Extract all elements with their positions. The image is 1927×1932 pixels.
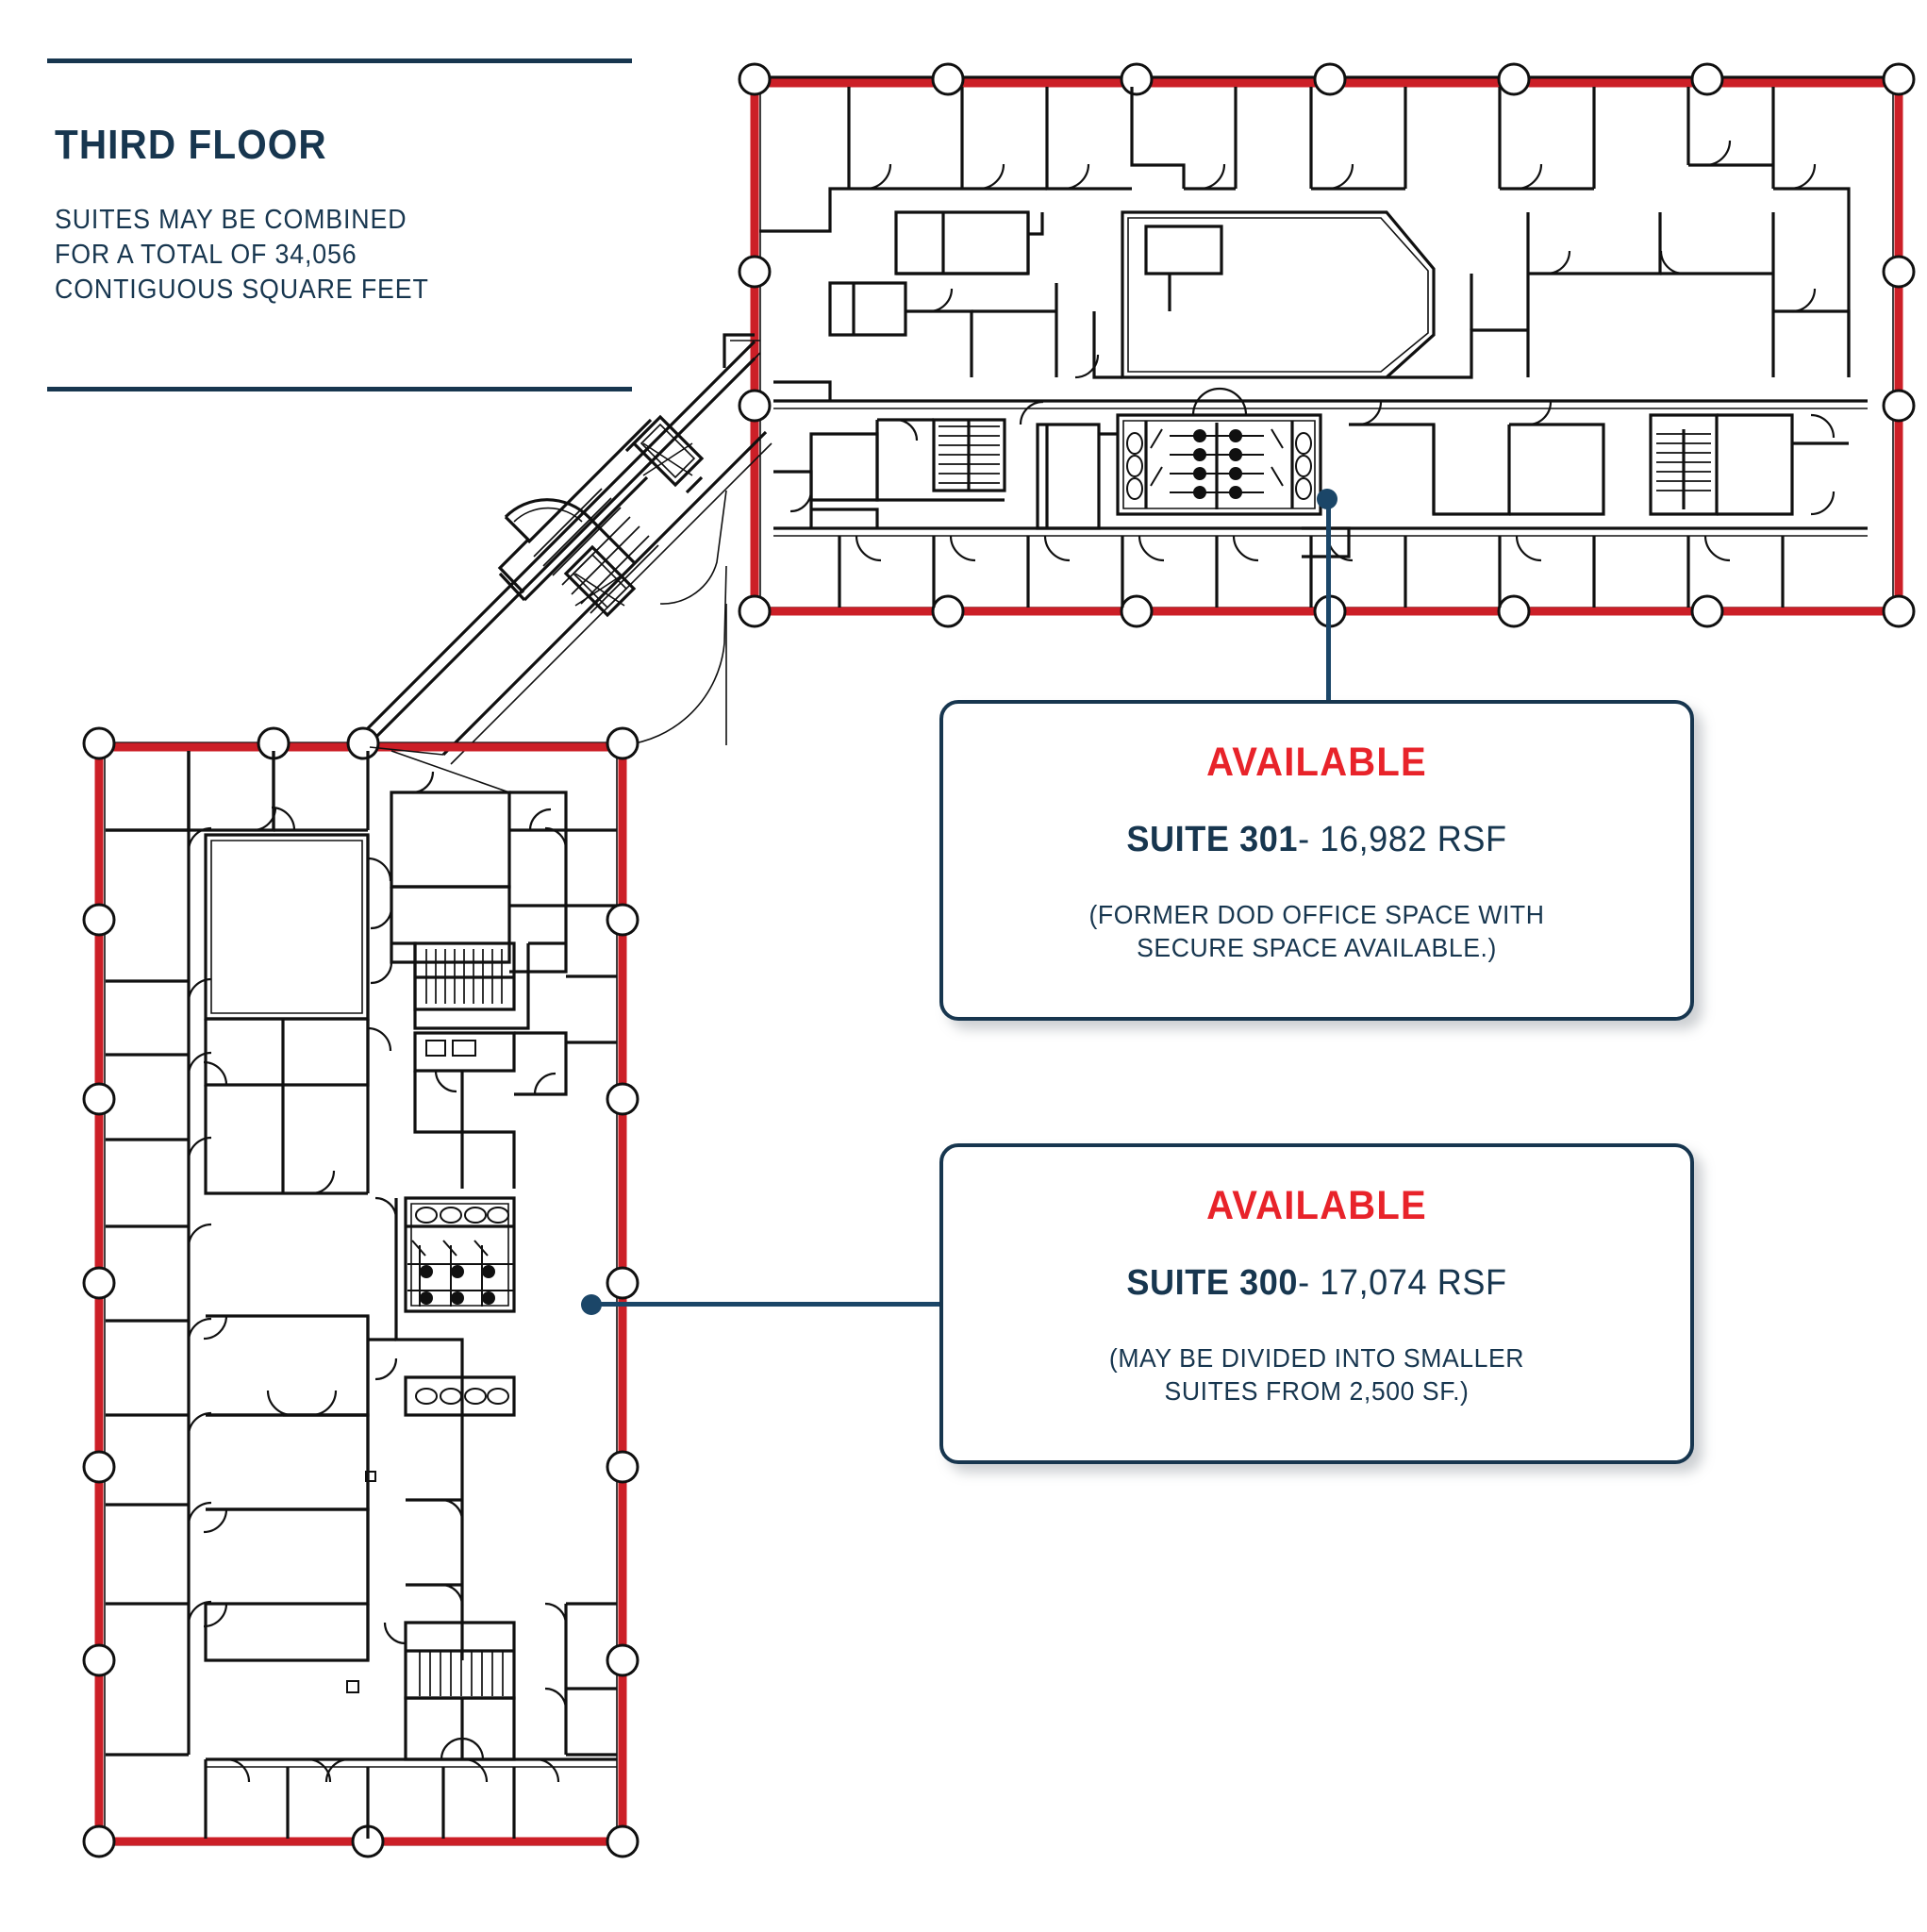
page-title: THIRD FLOOR xyxy=(55,122,327,168)
floor-subtitle: SUITES MAY BE COMBINED FOR A TOTAL OF 34… xyxy=(55,205,429,306)
connector-shaft-lower xyxy=(563,544,637,618)
lower-upper-right-block xyxy=(370,771,568,974)
lower-columns xyxy=(82,726,640,1858)
upper-floor-plan xyxy=(723,62,1916,628)
suite-area-300: 17,074 RSF xyxy=(1320,1263,1507,1303)
lower-mid-offices xyxy=(203,1314,464,1662)
upper-columns-top xyxy=(738,62,1916,96)
suite-line-301: SUITE 301- 16,982 RSF xyxy=(987,820,1646,860)
status-badge-301: AVAILABLE xyxy=(1206,740,1427,785)
title-rule-top xyxy=(47,58,632,63)
upper-columns-sides xyxy=(738,255,1916,423)
upper-stair-right xyxy=(1649,413,1849,516)
lower-right-offices xyxy=(544,826,617,1757)
upper-stair-left xyxy=(809,418,1006,502)
upper-central-core xyxy=(828,210,1851,379)
lower-bottom-offices xyxy=(204,1680,617,1839)
lower-central-room xyxy=(203,833,392,1195)
upper-restroom-core xyxy=(1116,387,1322,516)
suite-label-301: SUITE 301 xyxy=(1126,820,1299,859)
suite-separator-300: - xyxy=(1298,1263,1310,1303)
suite-line-300: SUITE 300- 17,074 RSF xyxy=(987,1263,1646,1304)
suite-note-300: (MAY BE DIVIDED INTO SMALLER SUITES FROM… xyxy=(1108,1343,1525,1407)
lower-floor-plan xyxy=(82,726,640,1858)
leader-dot-suite-300 xyxy=(581,1294,602,1315)
lower-service-core xyxy=(413,1031,568,1189)
connector-shaft-upper xyxy=(624,414,705,494)
title-rule-bottom-wrap xyxy=(47,387,632,391)
lower-restroom-workstations xyxy=(368,1196,516,1417)
suite-area-301: 16,982 RSF xyxy=(1320,820,1507,859)
suite-note-301: (FORMER DOD OFFICE SPACE WITH SECURE SPA… xyxy=(1088,900,1545,963)
suite-separator-301: - xyxy=(1298,820,1310,859)
leader-dot-suite-301 xyxy=(1317,489,1337,509)
lower-top-offices xyxy=(187,751,370,832)
upper-mid-left-rooms xyxy=(1019,400,1605,530)
callout-suite-300[interactable]: AVAILABLE SUITE 300- 17,074 RSF (MAY BE … xyxy=(939,1143,1694,1464)
connector-stair xyxy=(497,418,659,614)
suite-label-300: SUITE 300 xyxy=(1126,1263,1299,1303)
upper-main-corridor xyxy=(773,380,1868,409)
lower-stair-lower xyxy=(383,1621,516,1761)
lower-stair-upper xyxy=(370,941,566,1030)
title-rule-bottom xyxy=(47,387,632,391)
leader-line-suite-300 xyxy=(590,1302,940,1307)
lower-suite-boundary xyxy=(94,742,627,1846)
lower-left-offices xyxy=(106,751,212,1757)
status-badge-300: AVAILABLE xyxy=(1206,1183,1427,1228)
title-block: THIRD FLOOR SUITES MAY BE COMBINED FOR A… xyxy=(47,58,632,308)
connector-corridor xyxy=(349,340,772,765)
callout-suite-301[interactable]: AVAILABLE SUITE 301- 16,982 RSF (FORMER … xyxy=(939,700,1694,1021)
upper-top-offices xyxy=(759,87,1851,236)
leader-line-suite-301 xyxy=(1326,498,1331,701)
